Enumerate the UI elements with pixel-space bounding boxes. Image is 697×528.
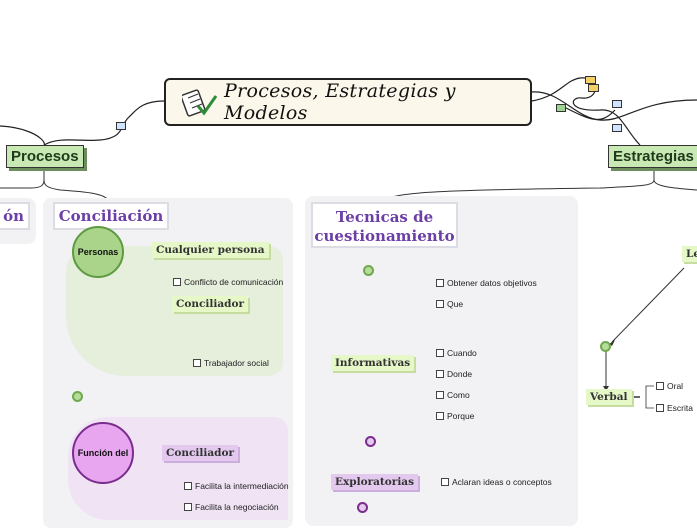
verbal-node[interactable]: Verbal	[586, 389, 632, 405]
link-marker[interactable]	[585, 76, 596, 84]
link-marker[interactable]	[116, 122, 126, 130]
obtener-datos-leaf[interactable]: Obtener datos objetivos	[436, 278, 537, 288]
checkbox-icon[interactable]	[441, 478, 449, 486]
informativas-dot[interactable]	[363, 265, 374, 276]
aclaran-leaf[interactable]: Aclaran ideas o conceptos	[441, 477, 552, 487]
personas-circle[interactable]: Personas	[72, 226, 124, 278]
donde-leaf[interactable]: Donde	[436, 369, 472, 379]
que-leaf[interactable]: Que	[436, 299, 463, 309]
checklist-icon	[180, 88, 218, 122]
verbal-dot[interactable]	[600, 341, 611, 352]
tecnicas-title[interactable]: Tecnicas de cuestionamiento	[311, 202, 458, 248]
porque-leaf[interactable]: Porque	[436, 411, 474, 421]
exploratorias-dot[interactable]	[365, 436, 376, 447]
cuando-leaf[interactable]: Cuando	[436, 348, 477, 358]
checkbox-icon[interactable]	[436, 391, 444, 399]
checkbox-icon[interactable]	[656, 404, 664, 412]
exploratorias-node[interactable]: Exploratorias	[331, 474, 419, 490]
checkbox-icon[interactable]	[184, 482, 192, 490]
escrita-leaf[interactable]: Escrita	[656, 403, 693, 413]
negociacion-leaf[interactable]: Facilita la negociación	[184, 502, 279, 512]
checkbox-icon[interactable]	[436, 412, 444, 420]
lenguaje-node[interactable]: Le	[682, 246, 697, 262]
conciliacion-title[interactable]: Conciliación	[53, 202, 169, 230]
conflicto-leaf[interactable]: Conflicto de comunicación	[173, 277, 283, 287]
trabajador-leaf[interactable]: Trabajador social	[193, 358, 269, 368]
link-marker[interactable]	[612, 100, 622, 108]
branch-estrategias[interactable]: Estrategias	[608, 145, 697, 168]
oral-leaf[interactable]: Oral	[656, 381, 683, 391]
checkbox-icon[interactable]	[173, 278, 181, 286]
checkbox-icon[interactable]	[436, 349, 444, 357]
checkbox-icon[interactable]	[436, 370, 444, 378]
link-marker[interactable]	[612, 124, 622, 132]
left-panel-title[interactable]: ón	[0, 202, 30, 230]
collapsed-node-dot[interactable]	[357, 502, 368, 513]
informativas-node[interactable]: Informativas	[331, 355, 415, 371]
checkbox-icon[interactable]	[436, 279, 444, 287]
collapsed-node-dot[interactable]	[72, 391, 83, 402]
intermediacion-leaf[interactable]: Facilita la intermediación	[184, 481, 289, 491]
link-marker[interactable]	[556, 104, 566, 112]
checkbox-icon[interactable]	[193, 359, 201, 367]
checkbox-icon[interactable]	[436, 300, 444, 308]
conciliador-node[interactable]: Conciliador	[172, 296, 249, 312]
como-leaf[interactable]: Como	[436, 390, 470, 400]
checkbox-icon[interactable]	[656, 382, 664, 390]
link-marker[interactable]	[588, 84, 599, 92]
cualquier-persona-node[interactable]: Cualquier persona	[152, 242, 269, 258]
checkbox-icon[interactable]	[184, 503, 192, 511]
central-title: Procesos, Estrategias y Modelos	[224, 80, 456, 124]
central-topic[interactable]: Procesos, Estrategias y Modelos	[164, 78, 532, 126]
branch-procesos[interactable]: Procesos	[6, 145, 84, 168]
funcion-circle[interactable]: Función del	[72, 422, 134, 484]
funcion-conciliador-node[interactable]: Conciliador	[162, 445, 239, 461]
